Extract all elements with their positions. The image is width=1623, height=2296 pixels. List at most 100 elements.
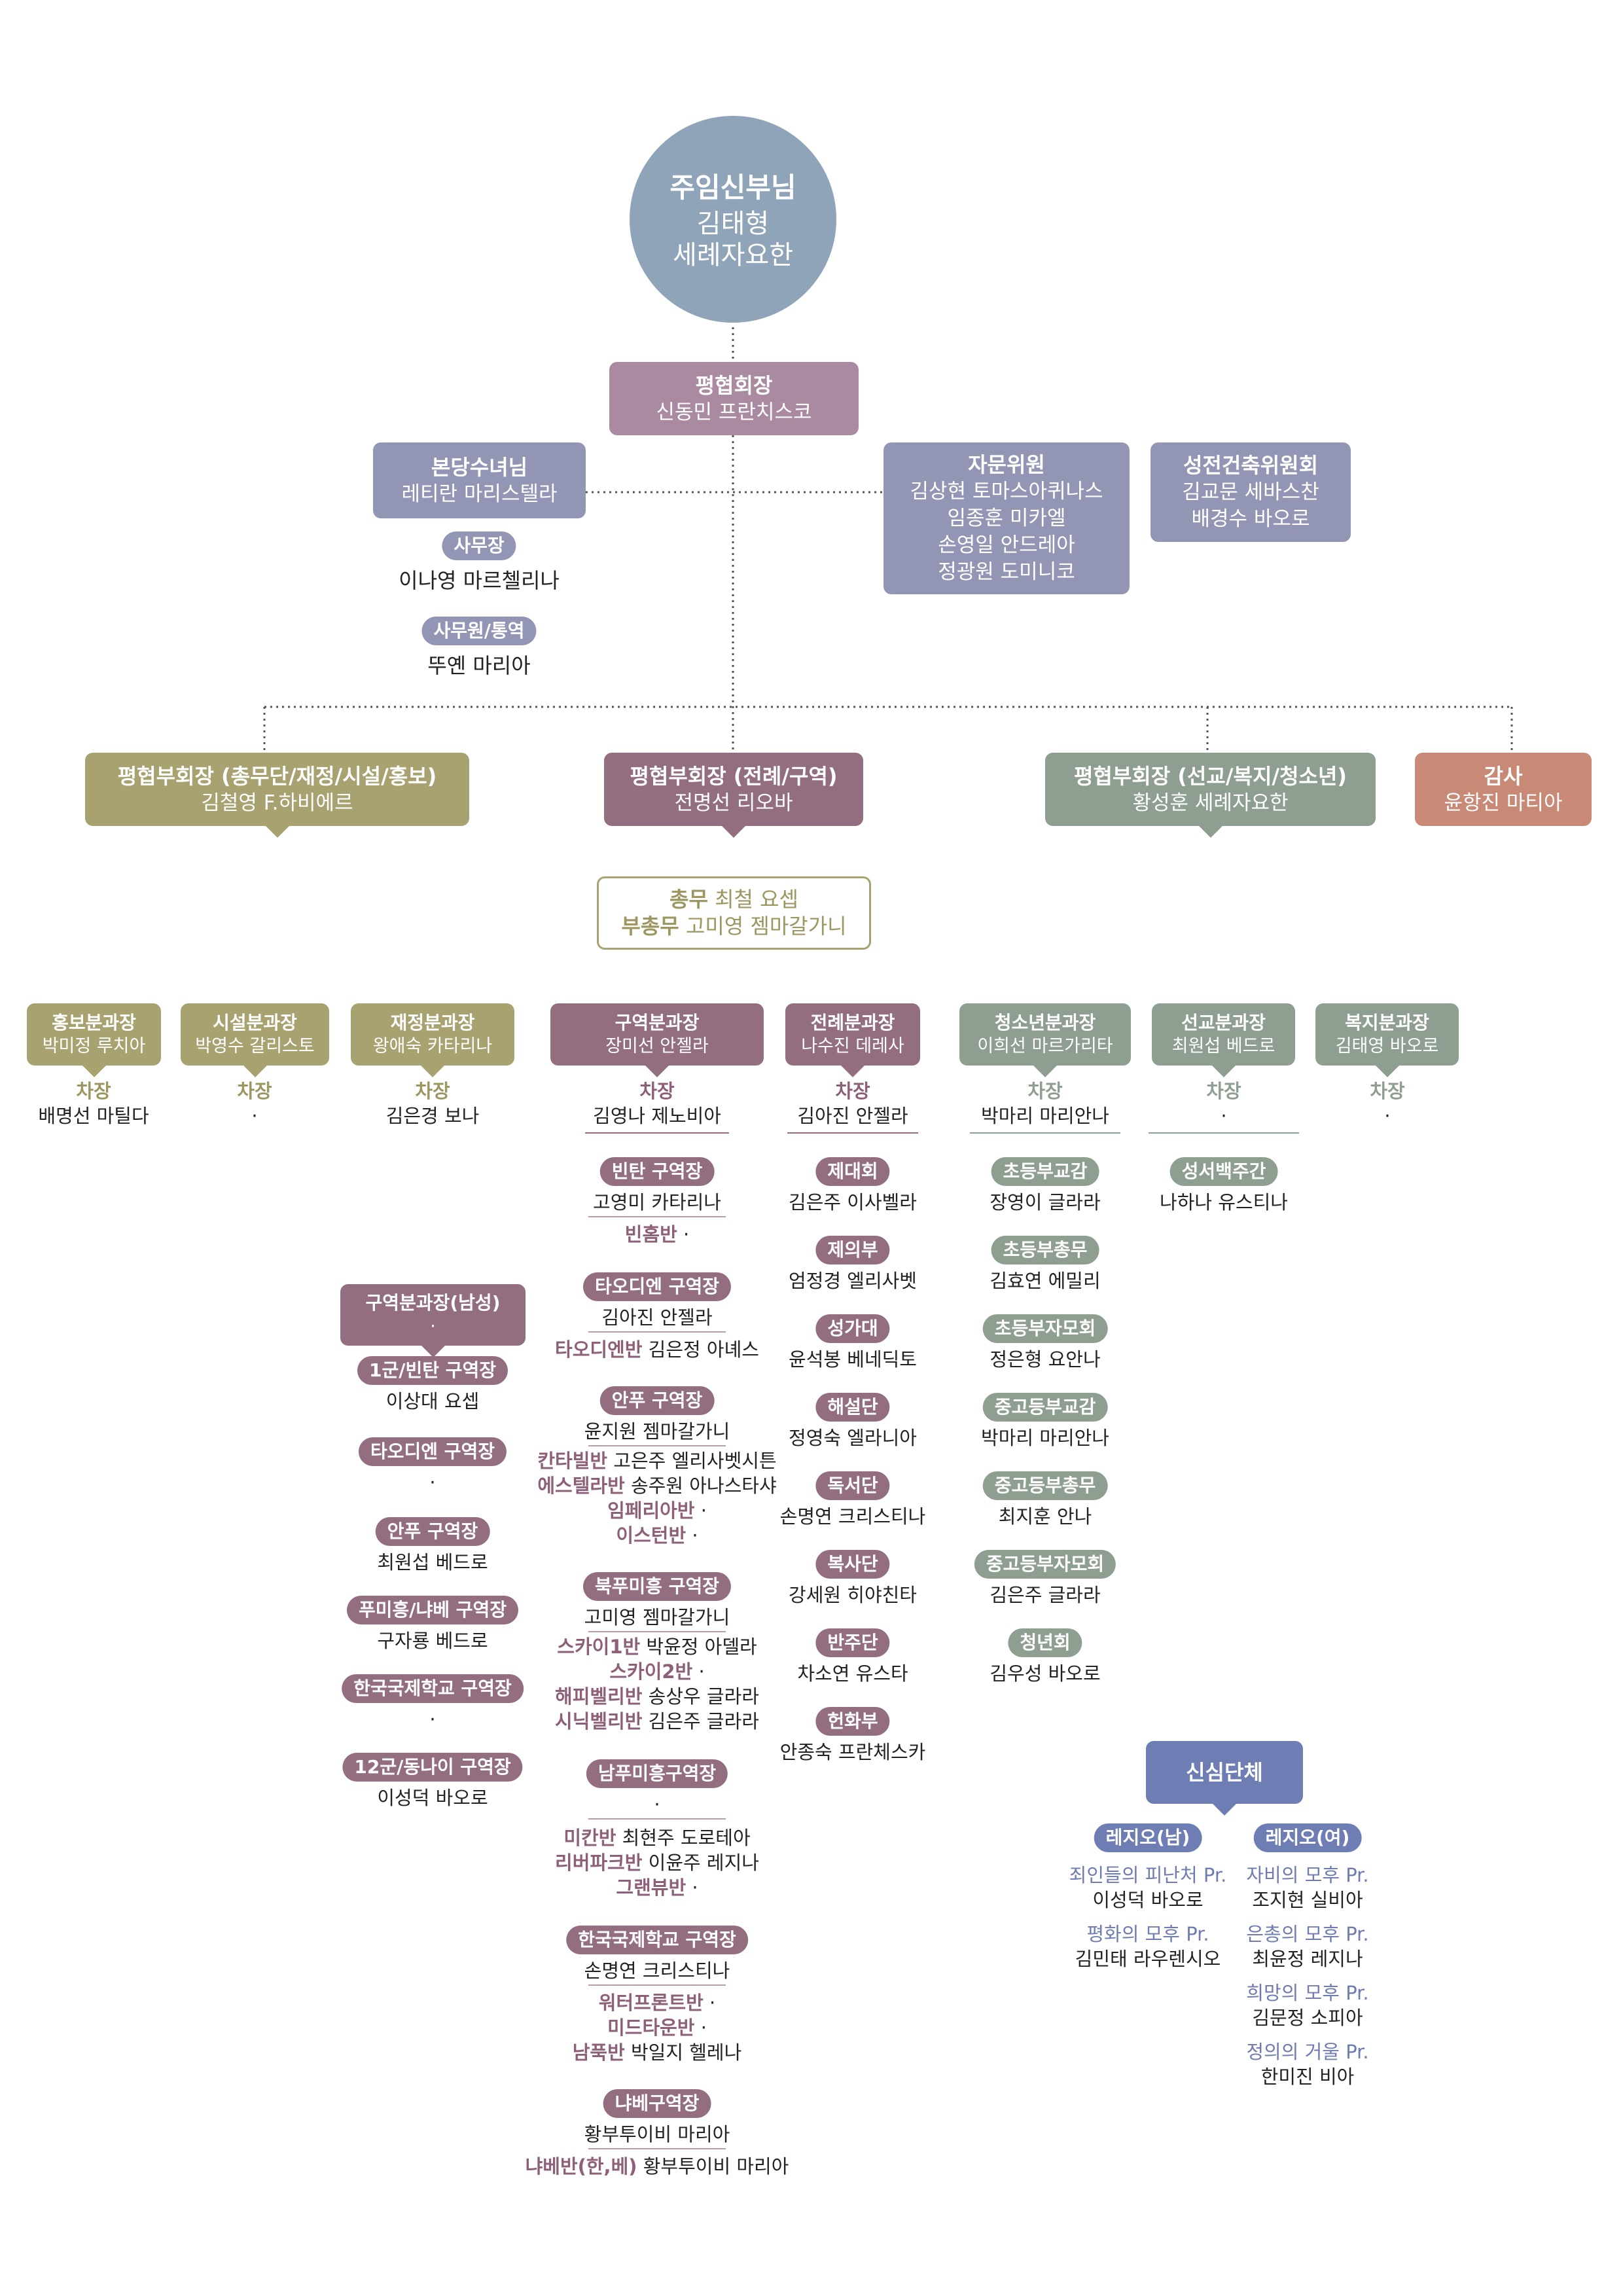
district-unit-title: 타오디엔 구역장 bbox=[582, 1272, 732, 1301]
vp-general-name: 김철영 F.하비에르 bbox=[201, 791, 353, 815]
district-sub-leader: 이윤주 레지나 bbox=[648, 1852, 759, 1874]
office-staff-label: 사무원/통역 bbox=[421, 617, 537, 645]
pious-associations-box: 신심단체 bbox=[1146, 1741, 1303, 1816]
men-unit-title: 12군/동나이 구역장 bbox=[342, 1753, 523, 1782]
youth-unit-title: 중고등부총무 bbox=[982, 1471, 1108, 1500]
office-staff-name: 뚜옌 마리아 bbox=[427, 653, 531, 678]
audit-box: 감사 윤항진 마티아 bbox=[1415, 753, 1592, 826]
sister-box: 본당수녀님 레티란 마리스텔라 bbox=[373, 442, 586, 518]
dept-youth-name: 이희선 마르가리타 bbox=[977, 1035, 1113, 1056]
district-sub: 냐베반(한,베) 황부투이비 마리아 bbox=[526, 2155, 789, 2179]
district-sub-name: 그랜뷰반 bbox=[616, 1876, 687, 1899]
district-sub-name: 미드타운반 bbox=[607, 2017, 695, 2039]
men-unit-leader: 구자룡 베드로 bbox=[377, 1630, 488, 1652]
dept-facility-box: 시설분과장 박영수 갈리스토 bbox=[181, 1003, 329, 1077]
advisors-box: 자문위원 김상현 토마스아퀴나스 임종훈 미카엘 손영일 안드레아 정광원 도미… bbox=[883, 442, 1130, 594]
liturgy-unit-leader: 엄정경 엘리사벳 bbox=[789, 1270, 917, 1292]
district-sub-name: 남푹반 bbox=[572, 2041, 625, 2064]
vp-mission-title: 평협부회장 (선교/복지/청소년) bbox=[1073, 763, 1347, 789]
president-name: 신동민 프란치스코 bbox=[656, 400, 812, 424]
youth-unit-title: 중고등부교감 bbox=[982, 1393, 1108, 1422]
liturgy-unit-leader: 정영숙 엘라니아 bbox=[789, 1427, 917, 1449]
dept-liturgy-vice: 김아진 안젤라 bbox=[797, 1105, 908, 1127]
construction-member: 김교문 세바스찬 bbox=[1182, 480, 1319, 504]
district-unit-leader: 윤지원 젬마갈가니 bbox=[584, 1420, 730, 1443]
construction-title: 성전건축위원회 bbox=[1183, 453, 1319, 478]
dept-mission-box: 선교분과장 최원섭 베드로 bbox=[1152, 1003, 1295, 1077]
construction-member: 배경수 바오로 bbox=[1191, 507, 1310, 531]
legio-praesidium-leader: 김민태 라우렌시오 bbox=[1075, 1948, 1221, 1970]
district-unit-title: 냐베구역장 bbox=[603, 2089, 711, 2118]
liturgy-unit-leader: 김은주 이사벨라 bbox=[789, 1191, 917, 1213]
vice-label: 차장 bbox=[76, 1080, 111, 1102]
vp-mission-name: 황성훈 세례자요한 bbox=[1132, 791, 1289, 815]
district-sub: 빈홈반 · bbox=[625, 1223, 689, 1247]
men-unit-leader: 이성덕 바오로 bbox=[377, 1787, 488, 1809]
youth-unit-leader: 정은형 요안나 bbox=[990, 1348, 1101, 1371]
district-sub-leader: 송상우 글라라 bbox=[648, 1685, 759, 1708]
liturgy-unit-title: 제대회 bbox=[815, 1157, 890, 1186]
office-chief-label: 사무장 bbox=[442, 531, 516, 560]
dept-finance-name: 왕애숙 카타리나 bbox=[372, 1035, 493, 1056]
vice-label: 차장 bbox=[415, 1080, 450, 1102]
dept-facility-title: 시설분과장 bbox=[213, 1011, 297, 1033]
district-unit-divider bbox=[588, 1984, 726, 1986]
district-sub: 해피벨리반 송상우 글라라 bbox=[555, 1685, 759, 1709]
district-sub-name: 임페리아반 bbox=[607, 1499, 695, 1522]
deputy-general-name: 고미영 젬마갈가니 bbox=[685, 914, 847, 939]
mission-unit-leader: 나하나 유스티나 bbox=[1160, 1191, 1288, 1213]
district-sub-leader: · bbox=[692, 1524, 698, 1547]
men-unit-title: 타오디엔 구역장 bbox=[358, 1437, 507, 1466]
dept-finance-vice: 김은경 보나 bbox=[385, 1105, 480, 1127]
dept-welfare-box: 복지분과장 김태영 바오로 bbox=[1315, 1003, 1459, 1077]
youth-unit-leader: 김효연 에밀리 bbox=[990, 1270, 1101, 1292]
district-sub-leader: 박윤정 아델라 bbox=[646, 1636, 757, 1658]
legio-praesidium-leader: 조지현 실비아 bbox=[1252, 1889, 1363, 1911]
district-sub: 스카이1반 박윤정 아델라 bbox=[557, 1635, 757, 1659]
youth-unit-leader: 장영이 글라라 bbox=[990, 1191, 1101, 1213]
district-sub-name: 시닉벨리반 bbox=[555, 1710, 643, 1732]
deputy-general-label: 부총무 bbox=[621, 914, 679, 939]
vice-label: 차장 bbox=[1027, 1080, 1063, 1102]
youth-unit-title: 초등부교감 bbox=[991, 1157, 1099, 1186]
district-sub-name: 미칸반 bbox=[563, 1827, 616, 1849]
district-sub-name: 이스턴반 bbox=[616, 1524, 687, 1547]
liturgy-divider bbox=[787, 1132, 918, 1134]
advisor-name: 김상현 토마스아퀴나스 bbox=[910, 480, 1103, 503]
men-unit-leader: · bbox=[429, 1708, 436, 1731]
legio-praesidium-leader: 최윤정 레지나 bbox=[1252, 1948, 1363, 1970]
dept-liturgy-box: 전례분과장 나수진 데레사 bbox=[785, 1003, 920, 1077]
dept-youth-title: 청소년분과장 bbox=[994, 1011, 1096, 1033]
dept-mission-vice: · bbox=[1221, 1105, 1227, 1127]
vp-general-box: 평협부회장 (총무단/재정/시설/홍보) 김철영 F.하비에르 bbox=[85, 753, 469, 838]
legio-praesidium-name: 은총의 모후 Pr. bbox=[1246, 1923, 1369, 1945]
legio-praesidium-leader: 김문정 소피아 bbox=[1252, 2007, 1363, 2029]
legio-praesidium-name: 자비의 모후 Pr. bbox=[1246, 1864, 1369, 1886]
district-sub-leader: 박일지 헬레나 bbox=[630, 2041, 742, 2064]
vp-mission-box: 평협부회장 (선교/복지/청소년) 황성훈 세례자요한 bbox=[1045, 753, 1376, 838]
legio-praesidium-leader: 이성덕 바오로 bbox=[1092, 1889, 1204, 1911]
president-box: 평협회장 신동민 프란치스코 bbox=[609, 362, 859, 435]
youth-unit-leader: 김우성 바오로 bbox=[990, 1662, 1101, 1685]
district-sub-name: 워터프론트반 bbox=[598, 1992, 704, 2014]
vp-liturgy-title: 평협부회장 (전례/구역) bbox=[630, 763, 838, 789]
construction-committee-box: 성전건축위원회 김교문 세바스찬 배경수 바오로 bbox=[1150, 442, 1351, 542]
district-sub-leader: 김은정 아녜스 bbox=[648, 1338, 759, 1361]
district-men-name: · bbox=[430, 1316, 436, 1336]
dept-finance-box: 재정분과장 왕애숙 카타리나 bbox=[351, 1003, 514, 1077]
district-unit-title: 한국국제학교 구역장 bbox=[566, 1926, 748, 1954]
district-sub-leader: 김은주 글라라 bbox=[648, 1710, 759, 1732]
district-unit-title: 빈탄 구역장 bbox=[599, 1157, 715, 1186]
vp-liturgy-box: 평협부회장 (전례/구역) 전명선 리오바 bbox=[604, 753, 863, 838]
pastor-name: 김태형 bbox=[696, 209, 770, 239]
district-sub-leader: 황부투이비 마리아 bbox=[643, 2155, 789, 2178]
vice-label: 차장 bbox=[639, 1080, 675, 1102]
district-sub-leader: 고은주 엘리사벳시튼 bbox=[613, 1450, 777, 1472]
liturgy-unit-leader: 차소연 유스타 bbox=[797, 1662, 908, 1685]
liturgy-unit-leader: 윤석봉 베네딕토 bbox=[789, 1348, 917, 1371]
liturgy-unit-title: 복사단 bbox=[815, 1550, 890, 1579]
legio-praesidium-name: 죄인들의 피난처 Pr. bbox=[1069, 1864, 1227, 1886]
liturgy-unit-title: 독서단 bbox=[815, 1471, 890, 1500]
district-sub-name: 빈홈반 bbox=[624, 1223, 677, 1246]
mission-divider bbox=[1149, 1132, 1299, 1134]
